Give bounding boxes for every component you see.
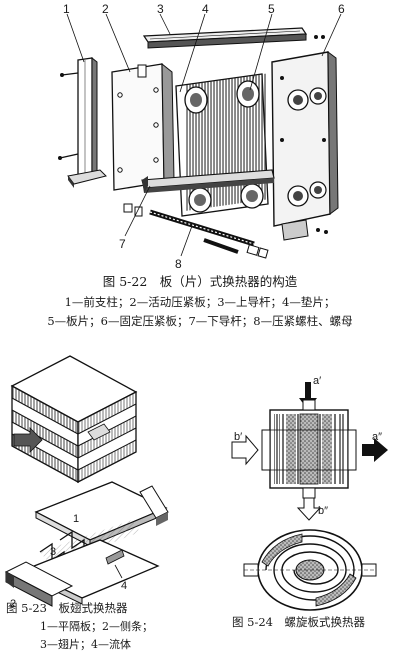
label-7: 7 [119, 237, 126, 251]
label-4: 4 [202, 2, 209, 16]
outlet-a-arrow [362, 438, 388, 462]
inlet-b-arrow [231, 434, 259, 466]
label-1: 1 [63, 2, 70, 16]
label-2: 2 [102, 2, 109, 16]
spiral-section-view [261, 399, 357, 499]
label-3: 3 [157, 2, 164, 16]
plate-heat-exchanger-figure: 1 2 3 4 5 6 7 8 图 5-22 板（片）式换热器的构造 1—前支柱… [47, 2, 352, 328]
front-support-column [58, 56, 107, 188]
fig23-legend-line-1: 1—平隔板；2—侧条； [40, 619, 153, 633]
fixed-pressure-plate [271, 50, 339, 241]
plate-pack [175, 73, 269, 217]
label-8: 8 [175, 257, 182, 271]
label-a-out: a″ [372, 431, 382, 443]
label-5: 5 [268, 2, 275, 16]
fig23-caption: 图 5-23 板翅式换热器 [6, 601, 128, 615]
label-6: 6 [338, 2, 345, 16]
outlet-b-arrow [296, 497, 322, 521]
fig23-label-3: 3 [50, 546, 56, 558]
fig22-caption: 图 5-22 板（片）式换热器的构造 [103, 274, 298, 289]
fig22-legend-line-2: 5—板片；6—固定压紧板；7—下导杆；8—压紧螺柱、螺母 [47, 314, 352, 328]
fig23-label-2: 2 [10, 598, 16, 610]
fig23-label-1: 1 [73, 513, 79, 525]
movable-pressure-plate [111, 62, 175, 191]
plate-fin-heat-exchanger-figure: 1 2 3 4 图 5-23 板翅式换热器 1—平隔板；2—侧条； 3—翅片；4… [4, 355, 169, 651]
label-b-in: b′ [234, 431, 242, 443]
leader-lines [66, 13, 342, 257]
fig22-legend-line-1: 1—前支柱；2—活动压紧板；3—上导杆；4—垫片； [65, 295, 336, 309]
lower-guide-bar [141, 169, 275, 193]
plate-fin-block [10, 355, 138, 484]
spiral-plate-heat-exchanger-figure: a′ b′ a″ b″ 图 5-24 螺旋板式换热器 [231, 375, 388, 629]
label-a-in: a′ [313, 375, 321, 387]
upper-guide-bar [142, 27, 325, 49]
label-b-out: b″ [318, 505, 328, 517]
compression-stud [123, 203, 269, 259]
fig23-label-4: 4 [121, 580, 127, 592]
spiral-cross-section [243, 529, 377, 611]
plate-fin-exploded [4, 481, 169, 607]
fig24-caption: 图 5-24 螺旋板式换热器 [232, 615, 365, 629]
fig23-legend-line-2: 3—翅片；4—流体 [40, 637, 131, 651]
